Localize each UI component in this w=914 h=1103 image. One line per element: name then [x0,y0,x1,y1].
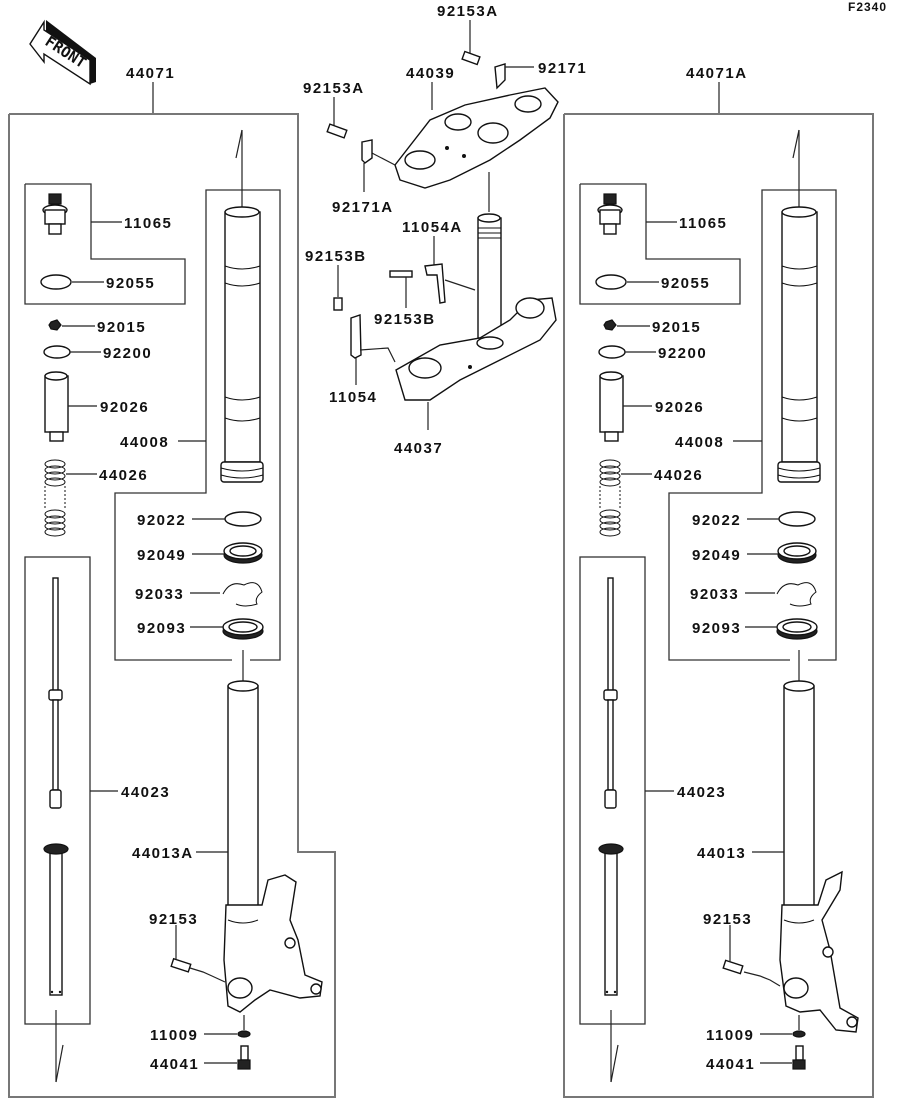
label-upper-bracket[interactable]: 44039 [406,65,455,82]
diagram-code: F2340 [848,0,887,14]
label-lower-bolt-left[interactable]: 92153B [305,248,367,265]
label-right-spring[interactable]: 44026 [654,467,703,484]
bushing-icon [778,511,816,527]
label-left-damper-rod[interactable]: 44023 [121,784,170,801]
label-right-assembly[interactable]: 44071A [686,65,748,82]
label-right-cap-bolt[interactable]: 11065 [679,215,727,232]
label-right-bushing[interactable]: 92022 [692,512,741,529]
top-bolt-right-icon [461,50,481,66]
label-left-washer[interactable]: 92200 [103,345,152,362]
gasket-icon [792,1030,806,1038]
label-right-dust-seal[interactable]: 92093 [692,620,741,637]
bottom-bolt-icon [237,1045,251,1070]
inner-tube-icon [779,680,859,1033]
nut-icon [603,319,617,331]
label-top-clamp-right[interactable]: 92171 [538,60,587,77]
bottom-bolt-icon [792,1045,806,1070]
label-right-circlip[interactable]: 92033 [690,586,739,603]
lower-bracket-icon [395,297,557,401]
bushing-icon [224,511,262,527]
top-clamp-right-icon [494,63,506,90]
label-stem-clamp[interactable]: 11054A [402,219,463,236]
label-left-spring[interactable]: 44026 [99,467,148,484]
damper-rod-icon [43,577,69,996]
label-right-collar[interactable]: 92026 [655,399,704,416]
label-left-bottom-bolt[interactable]: 44041 [150,1056,199,1073]
left-fork-assembly: 44071 11065 92055 92015 92200 92026 [8,65,336,1098]
label-right-gasket[interactable]: 11009 [706,1027,754,1044]
outer-tube-icon [777,206,821,483]
label-left-bolt[interactable]: 92153 [149,911,198,928]
oil-seal-icon [777,542,817,564]
label-lower-bolt-right[interactable]: 92153B [374,311,436,328]
washer-icon [43,345,71,359]
top-clamp-left-icon [361,139,373,164]
label-right-o-ring[interactable]: 92055 [661,275,710,292]
stem-clamp-icon [424,263,446,304]
upper-bracket-icon [394,87,559,189]
damper-rod-icon [598,577,624,996]
label-left-nut[interactable]: 92015 [97,319,146,336]
bolt-icon [170,957,226,983]
label-left-dust-seal[interactable]: 92093 [137,620,186,637]
collar-icon [44,371,69,442]
cap-bolt-icon [42,193,68,235]
collar-icon [599,371,624,442]
label-left-o-ring[interactable]: 92055 [106,275,155,292]
label-left-gasket[interactable]: 11009 [150,1027,198,1044]
steering-stem-icon [477,213,502,339]
triple-clamp-assembly: 92153A 92171 44039 92153A 92171A [303,3,587,457]
o-ring-icon [40,274,72,290]
label-right-washer[interactable]: 92200 [658,345,707,362]
label-right-inner-tube[interactable]: 44013 [697,845,746,862]
front-arrow-icon: FRONT [29,19,96,86]
label-left-collar[interactable]: 92026 [100,399,149,416]
lower-bolt-left-icon [333,297,343,311]
top-bolt-left-icon [326,123,348,139]
label-left-assembly[interactable]: 44071 [126,65,175,82]
label-right-outer-tube[interactable]: 44008 [675,434,724,451]
label-lower-clamp[interactable]: 11054 [329,389,377,406]
label-lower-bracket[interactable]: 44037 [394,440,443,457]
label-left-cap-bolt[interactable]: 11065 [124,215,172,232]
label-right-nut[interactable]: 92015 [652,319,701,336]
lower-bolt-right-icon [389,270,413,278]
gasket-icon [237,1030,251,1038]
dust-seal-icon [222,618,264,640]
label-right-bolt[interactable]: 92153 [703,911,752,928]
label-top-bolt-left[interactable]: 92153A [303,80,365,97]
label-left-outer-tube[interactable]: 44008 [120,434,169,451]
label-top-bolt-right[interactable]: 92153A [437,3,499,20]
right-fork-assembly: 44071A 11065 92055 92015 92200 92026 [563,65,874,1098]
label-left-bushing[interactable]: 92022 [137,512,186,529]
label-left-oil-seal[interactable]: 92049 [137,547,186,564]
circlip-icon [776,582,817,607]
nut-icon [48,319,62,331]
bolt-icon [722,959,781,987]
spring-icon [599,459,621,537]
label-right-bottom-bolt[interactable]: 44041 [706,1056,755,1073]
label-right-oil-seal[interactable]: 92049 [692,547,741,564]
cap-bolt-icon [597,193,623,235]
inner-tube-icon [223,680,323,1013]
oil-seal-icon [223,542,263,564]
spring-icon [44,459,66,537]
label-top-clamp-left[interactable]: 92171A [332,199,394,216]
label-right-damper-rod[interactable]: 44023 [677,784,726,801]
outer-tube-icon [220,206,264,483]
circlip-icon [222,582,263,607]
o-ring-icon [595,274,627,290]
dust-seal-icon [776,618,818,640]
label-left-circlip[interactable]: 92033 [135,586,184,603]
washer-icon [598,345,626,359]
lower-clamp-icon [350,314,362,359]
label-left-inner-tube[interactable]: 44013A [132,845,194,862]
